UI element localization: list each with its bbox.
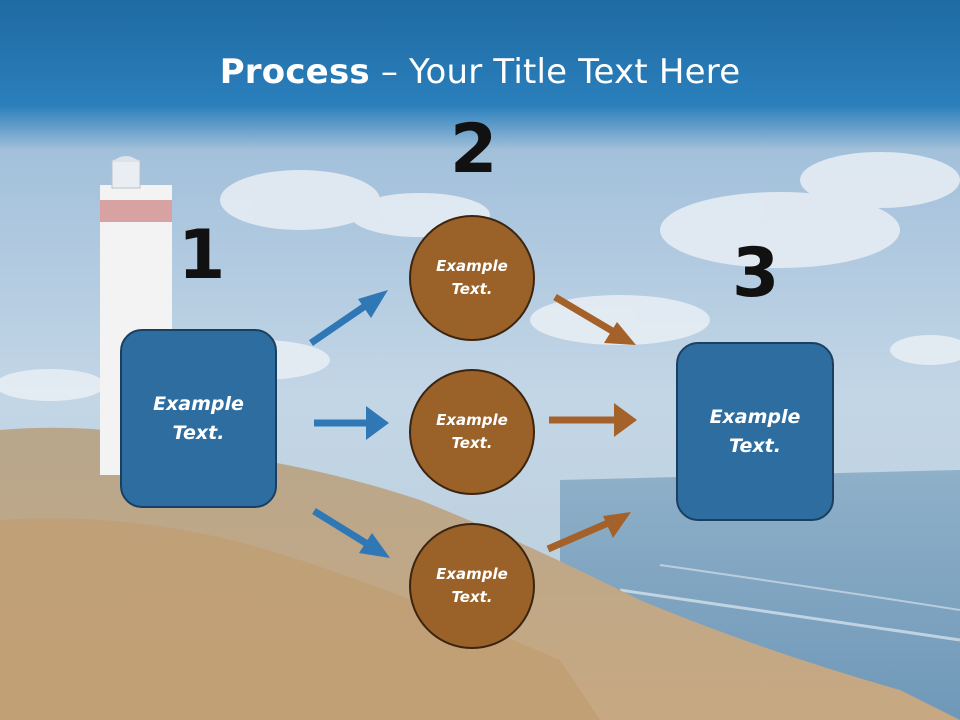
start-box: Example Text.	[120, 329, 277, 508]
step-number-2: 2	[450, 110, 498, 189]
step-number-3: 3	[732, 234, 780, 313]
circle-top-text: Example Text.	[436, 256, 508, 298]
blue-arrow-up	[309, 290, 388, 346]
brown-arrow-up	[546, 512, 631, 553]
end-box: Example Text.	[676, 342, 834, 521]
brown-arrow-middle	[549, 403, 637, 437]
title-bar	[0, 0, 960, 150]
blue-arrow-down	[312, 508, 390, 558]
brown-arrow-down	[553, 293, 636, 345]
circle-bottom-text: Example Text.	[436, 564, 508, 606]
title-rest-part: – Your Title Text Here	[369, 52, 741, 92]
circle-middle: Example Text.	[409, 369, 535, 495]
circle-bottom: Example Text.	[409, 523, 535, 649]
step-number-1: 1	[178, 216, 226, 295]
title-bold-part: Process	[219, 52, 370, 92]
circle-middle-text: Example Text.	[436, 410, 508, 452]
end-box-text: Example Text.	[709, 406, 801, 457]
slide-title: Process – Your Title Text Here	[0, 52, 960, 92]
circle-top: Example Text.	[409, 215, 535, 341]
start-box-text: Example Text.	[153, 393, 244, 444]
blue-arrow-middle	[314, 406, 389, 440]
